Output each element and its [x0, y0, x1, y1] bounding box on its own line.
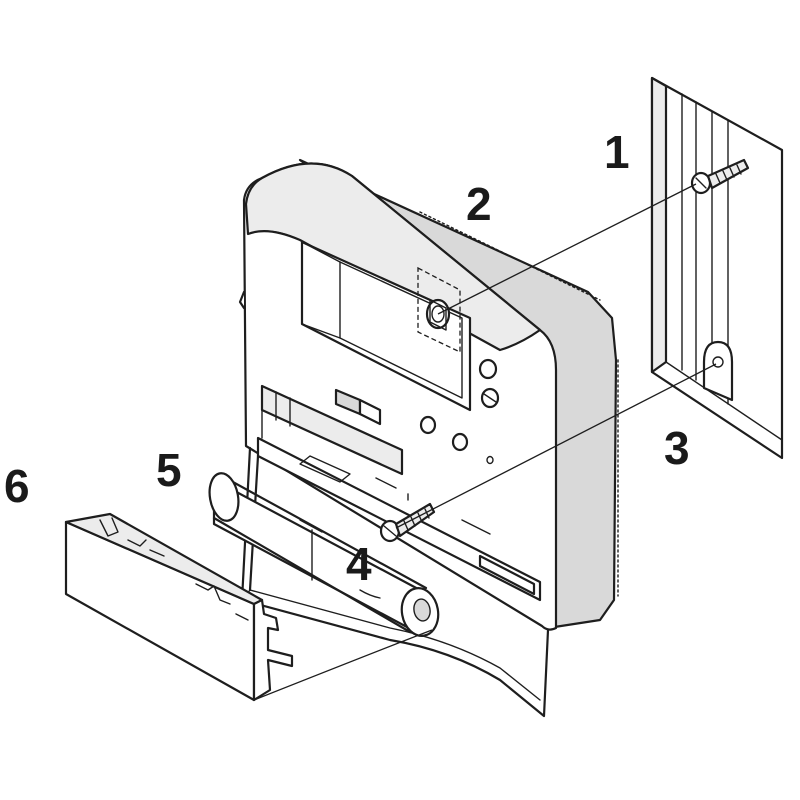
- callout-2: 2: [466, 178, 492, 230]
- display-window: [300, 240, 472, 412]
- control-holes: [419, 358, 500, 465]
- callout-3: 3: [664, 422, 690, 474]
- battery-cover: [64, 512, 294, 702]
- battery: [208, 472, 440, 637]
- vent-slots-top: [419, 211, 601, 301]
- leader-screw-1: [437, 183, 697, 315]
- callout-4: 4: [346, 538, 372, 590]
- wall-panel: [650, 76, 784, 460]
- leader-screw-3: [395, 363, 717, 529]
- callout-6: 6: [4, 460, 30, 512]
- main-housing: [238, 158, 619, 718]
- screw-1: [690, 158, 750, 195]
- leader-cover: [253, 629, 433, 701]
- screw-4: [379, 502, 436, 543]
- callout-1: 1: [604, 126, 630, 178]
- leader-lines: [253, 183, 717, 701]
- battery-compartment: [256, 384, 542, 602]
- callout-5: 5: [156, 444, 182, 496]
